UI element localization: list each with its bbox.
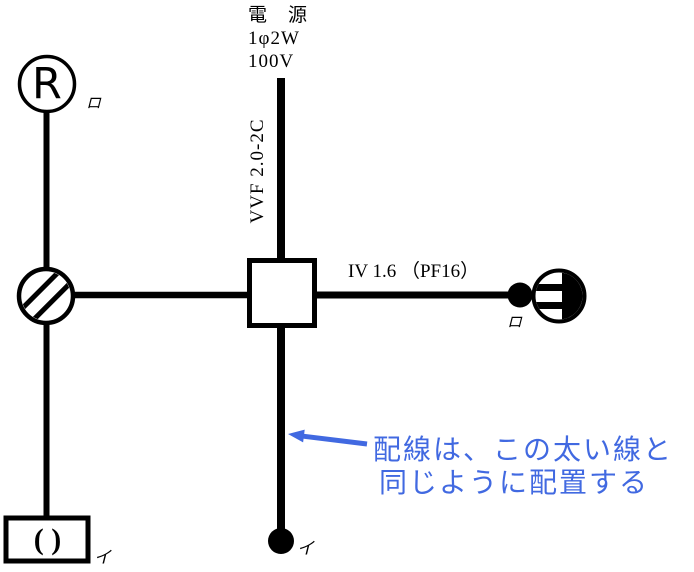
power-source-phase: 1φ2W <box>248 28 300 49</box>
iv-cable-label: IV 1.6 （PF16） <box>348 261 480 282</box>
pendant-light-icon <box>16 266 76 326</box>
switch-ro-dot-icon <box>507 282 533 308</box>
ceiling-rosette-icon <box>3 515 91 564</box>
vvf-cable-label: VVF 2.0-2C <box>247 118 268 224</box>
wiring-annotation-line1: 配線は、この太い線と <box>373 433 674 466</box>
ceiling-rosette-symbol: ( ) <box>33 522 62 556</box>
power-source-title: 電 源 <box>248 5 309 26</box>
junction-box-icon <box>247 258 317 328</box>
power-source-label: 電 源 1φ2W 100V <box>248 4 308 73</box>
switch-ro-label: ロ <box>507 315 523 331</box>
switch-i-dot-icon <box>268 528 294 554</box>
wall-outlet-icon <box>531 268 587 324</box>
lamp-receptacle-icon <box>17 54 77 114</box>
annotation-arrow-icon <box>288 429 368 447</box>
wiring-annotation: 配線は、この太い線と 同じように配置する <box>373 433 673 499</box>
lamp-receptacle-group-label: ロ <box>86 96 102 112</box>
ceiling-rosette-group-label: イ <box>94 548 111 567</box>
wiring-annotation-line2: 同じように配置する <box>379 466 650 499</box>
lamp-receptacle-letter: R <box>32 59 62 109</box>
switch-i-label: イ <box>297 539 314 558</box>
power-source-voltage: 100V <box>248 51 295 72</box>
